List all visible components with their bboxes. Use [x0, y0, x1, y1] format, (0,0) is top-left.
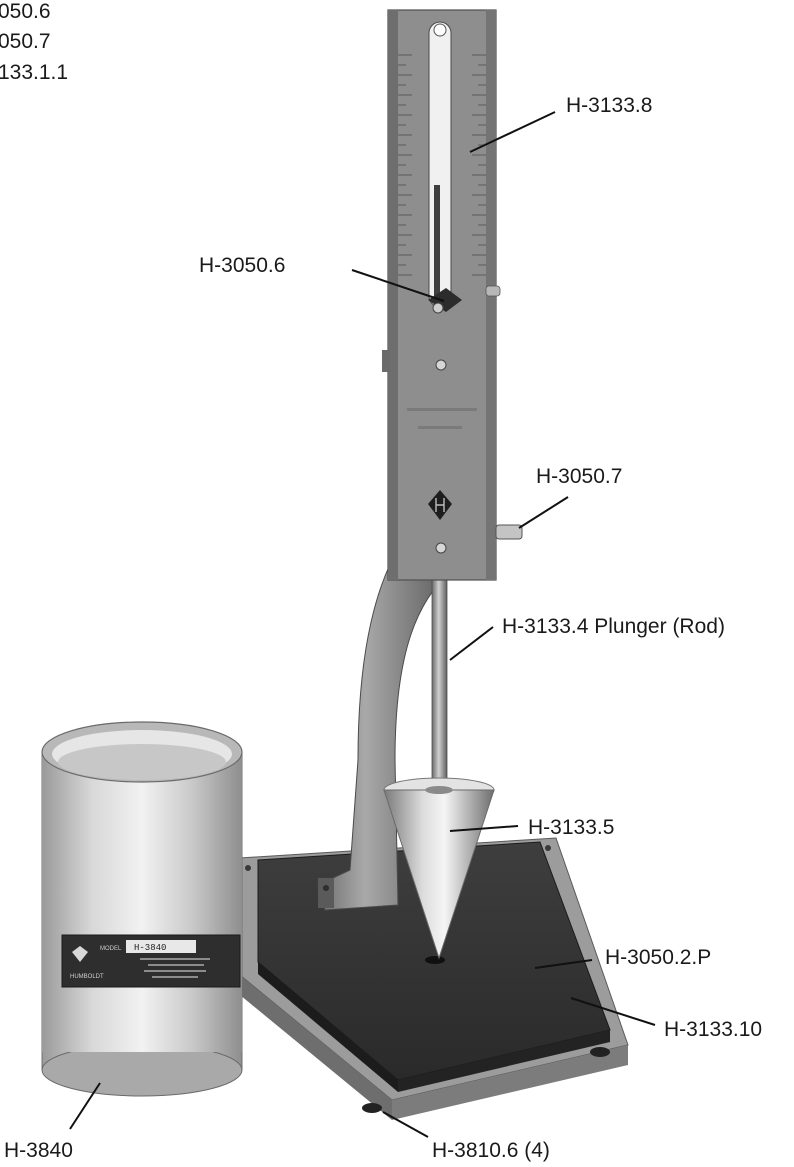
- container-model-prefix: MODEL: [100, 946, 122, 952]
- cone: [383, 777, 495, 960]
- callout-feet: H-3810.6 (4): [432, 1139, 550, 1162]
- scale-plate: [382, 9, 523, 581]
- top-left-label-1: 050.6: [0, 0, 51, 23]
- container-label: HUMBOLDT MODEL H-3840: [61, 934, 241, 988]
- container-brand: HUMBOLDT: [70, 974, 104, 980]
- foot: [362, 1103, 382, 1113]
- top-left-label-2: 050.7: [0, 30, 51, 53]
- callout-scale-plate: H-3133.8: [566, 94, 652, 117]
- plunger-rod: [431, 574, 448, 791]
- leader-pointer: [351, 269, 445, 302]
- leader-feet: [382, 1111, 429, 1138]
- leader-cone: [449, 825, 519, 832]
- callout-base: H-3133.10: [664, 1018, 762, 1041]
- leader-lines: [69, 111, 656, 1138]
- leader-plunger: [449, 626, 494, 661]
- leader-scale-plate: [469, 111, 556, 153]
- top-left-label-3: 133.1.1: [0, 61, 68, 84]
- callout-plunger: H-3133.4 Plunger (Rod): [502, 615, 725, 638]
- callout-cone: H-3133.5: [528, 816, 614, 839]
- foot: [590, 1047, 610, 1057]
- leader-base-plate: [534, 959, 593, 969]
- callout-base-plate: H-3050.2.P: [605, 946, 711, 969]
- pointer: [428, 288, 462, 312]
- leader-base: [570, 997, 656, 1026]
- leader-pin: [518, 496, 569, 529]
- callout-container: H-3840: [4, 1139, 73, 1162]
- container-cylinder: HUMBOLDT MODEL H-3840: [41, 721, 243, 1097]
- callout-pin: H-3050.7: [536, 465, 622, 488]
- leader-container: [69, 1082, 101, 1130]
- container-model-value: H-3840: [134, 943, 166, 953]
- stand-arm: [317, 519, 453, 911]
- lock-pin: [495, 524, 523, 540]
- callout-pointer: H-3050.6: [199, 254, 285, 277]
